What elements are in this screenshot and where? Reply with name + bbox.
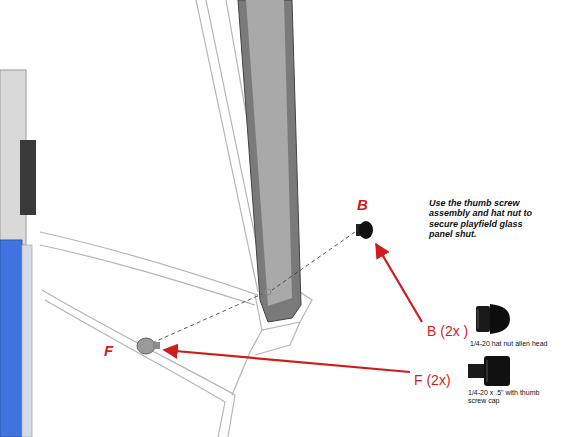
part-quantity: B (2x ) [427,323,468,339]
cabinet-leg [0,240,22,437]
part-description: 1/4-20 hat nut allen head [470,340,562,348]
frame-outline [40,0,312,437]
assembly-note: Use the thumb screw assembly and hat nut… [429,198,541,239]
pointer-arrow [164,350,410,372]
callout-letter: B [357,196,368,213]
hat-nut-icon [476,304,510,334]
glass-edge [238,0,301,322]
part-quantity: F (2x) [414,372,451,388]
callout-letter: F [104,342,113,359]
thumb-screw [137,338,160,354]
mount-hole [265,289,271,295]
cabinet-side [22,245,32,437]
thumb-screw-icon [468,356,510,386]
assembly-line [272,232,355,290]
cabinet-bracket [20,140,36,215]
hat-nut [356,221,373,239]
pointer-arrow [376,244,422,322]
assembly-line [152,294,262,343]
glass-edge-face [246,0,292,306]
part-description: 1/4-20 x .5" with thumb screw cap [468,389,540,405]
